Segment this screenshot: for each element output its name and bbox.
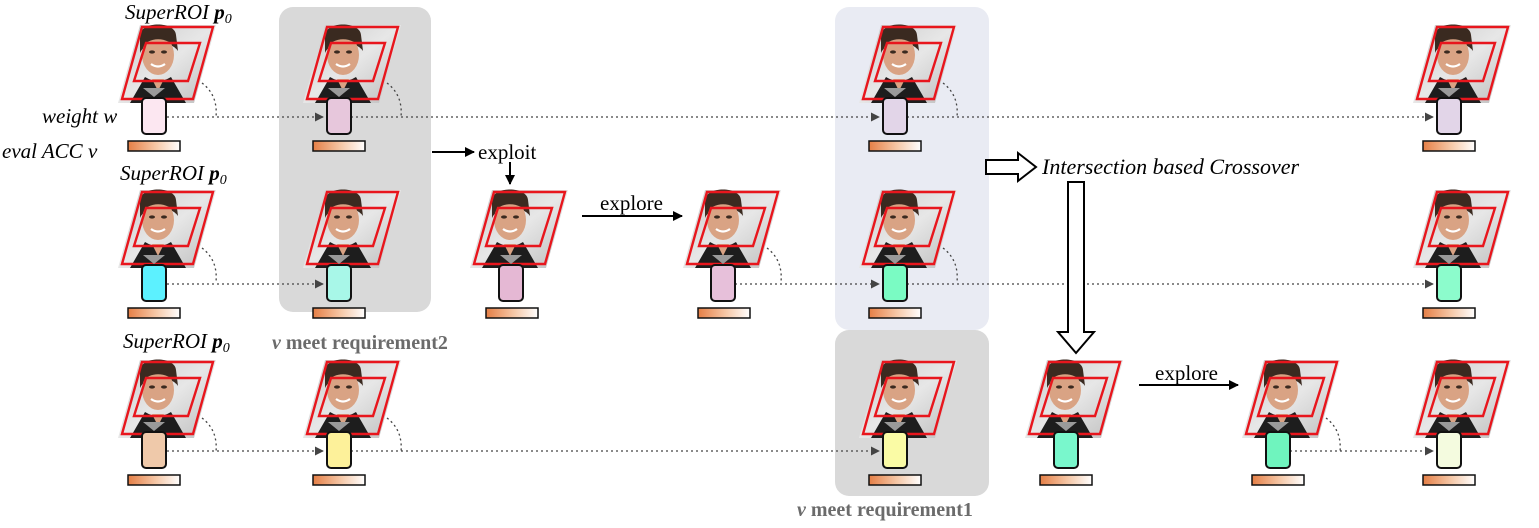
superroi-label-row3: SuperROI p0 [123, 329, 230, 356]
weight-card-icon [498, 264, 524, 302]
pointer-icon [712, 255, 734, 264]
explore-label-1: explore [600, 191, 663, 215]
weight-card-icon [710, 264, 736, 302]
population-member-r2-5 [857, 188, 959, 319]
weight-card-icon [141, 431, 167, 469]
population-member-r2-1 [116, 188, 218, 319]
weight-card-icon [1436, 431, 1462, 469]
accuracy-bar-icon [697, 307, 751, 319]
population-member-r3-3 [857, 358, 959, 486]
accuracy-bar-icon [485, 307, 539, 319]
accuracy-bar-icon [868, 474, 922, 486]
population-member-r2-3 [468, 188, 570, 319]
accuracy-bar-icon [1422, 307, 1476, 319]
accuracy-bar-icon [127, 140, 181, 152]
population-member-r1-3 [857, 23, 959, 152]
accuracy-bar-icon [1251, 474, 1305, 486]
curve-connector-icon [942, 82, 958, 118]
face-roi-icon [116, 23, 218, 105]
curve-connector-icon [386, 417, 402, 453]
population-member-r1-4 [1411, 23, 1513, 152]
curve-connector-icon [201, 247, 217, 283]
population-member-r1-1 [116, 23, 218, 152]
population-nodes [116, 23, 1513, 486]
accuracy-bar-icon [312, 474, 366, 486]
pointer-icon [1438, 88, 1460, 97]
weight-card-icon [1265, 431, 1291, 469]
population-member-r2-4 [681, 188, 783, 319]
pointer-icon [1438, 422, 1460, 431]
curve-connector-icon [201, 82, 217, 118]
pointer-icon [1055, 422, 1077, 431]
face-roi-icon [116, 188, 218, 270]
requirement2-label: v meet requirement2 [272, 332, 448, 354]
pointer-icon [1267, 422, 1289, 431]
accuracy-bar-icon [1039, 474, 1093, 486]
weight-card-icon [141, 264, 167, 302]
weight-card-icon [326, 97, 352, 135]
population-member-r3-5 [1240, 358, 1342, 486]
crossover-right-hollow-arrow [985, 150, 1038, 184]
pointer-icon [500, 255, 522, 264]
pointer-icon [884, 255, 906, 264]
population-member-r2-6 [1411, 188, 1513, 319]
accuracy-bar-icon [127, 307, 181, 319]
pointer-icon [1438, 255, 1460, 264]
crossover-label: Intersection based Crossover [1041, 154, 1299, 179]
curve-connector-icon [766, 247, 782, 283]
weight-label: weight w [42, 104, 117, 128]
accuracy-bar-icon [312, 307, 366, 319]
weight-card-icon [1436, 97, 1462, 135]
curve-connector-icon [201, 417, 217, 453]
pointer-icon [143, 255, 165, 264]
face-roi-icon [1240, 358, 1342, 440]
weight-card-icon [1436, 264, 1462, 302]
population-member-r1-2 [301, 23, 403, 152]
weight-card-icon [882, 97, 908, 135]
pointer-icon [328, 422, 350, 431]
exploit-label: exploit [478, 140, 536, 164]
accuracy-bar-icon [1422, 474, 1476, 486]
pointer-icon [143, 88, 165, 97]
weight-card-icon [141, 97, 167, 135]
face-roi-icon [1023, 358, 1125, 440]
pointer-icon [328, 88, 350, 97]
pointer-icon [884, 422, 906, 431]
face-roi-icon [116, 358, 218, 440]
pointer-icon [328, 255, 350, 264]
explore-label-2: explore [1155, 361, 1218, 385]
connection-lines [167, 112, 1434, 456]
accuracy-bar-icon [868, 140, 922, 152]
face-roi-icon [1411, 188, 1513, 270]
weight-card-icon [1053, 431, 1079, 469]
population-member-r3-6 [1411, 358, 1513, 486]
face-roi-icon [1411, 23, 1513, 105]
accuracy-bar-icon [1422, 140, 1476, 152]
requirement1-label: v meet requirement1 [797, 499, 973, 521]
pointer-icon [143, 422, 165, 431]
population-member-r3-1 [116, 358, 218, 486]
accuracy-bar-icon [868, 307, 922, 319]
curve-connector-icon [386, 82, 402, 118]
superroi-label-row1: SuperROI p0 [125, 0, 232, 27]
weight-card-icon [882, 264, 908, 302]
crossover-down-hollow-arrow [1055, 181, 1097, 355]
superroi-label-row2: SuperROI p0 [120, 161, 227, 188]
accuracy-bar-icon [312, 140, 366, 152]
face-roi-icon [1411, 358, 1513, 440]
curve-connector-icon [1325, 417, 1341, 453]
population-member-r3-2 [301, 358, 403, 486]
face-roi-icon [301, 358, 403, 440]
weight-card-icon [326, 431, 352, 469]
pointer-icon [884, 88, 906, 97]
eval-acc-label: eval ACC v [2, 139, 98, 163]
weight-card-icon [326, 264, 352, 302]
population-member-r3-4 [1023, 358, 1125, 486]
population-member-r2-2 [301, 188, 403, 319]
weight-card-icon [882, 431, 908, 469]
accuracy-bar-icon [127, 474, 181, 486]
curve-connector-icon [942, 247, 958, 283]
